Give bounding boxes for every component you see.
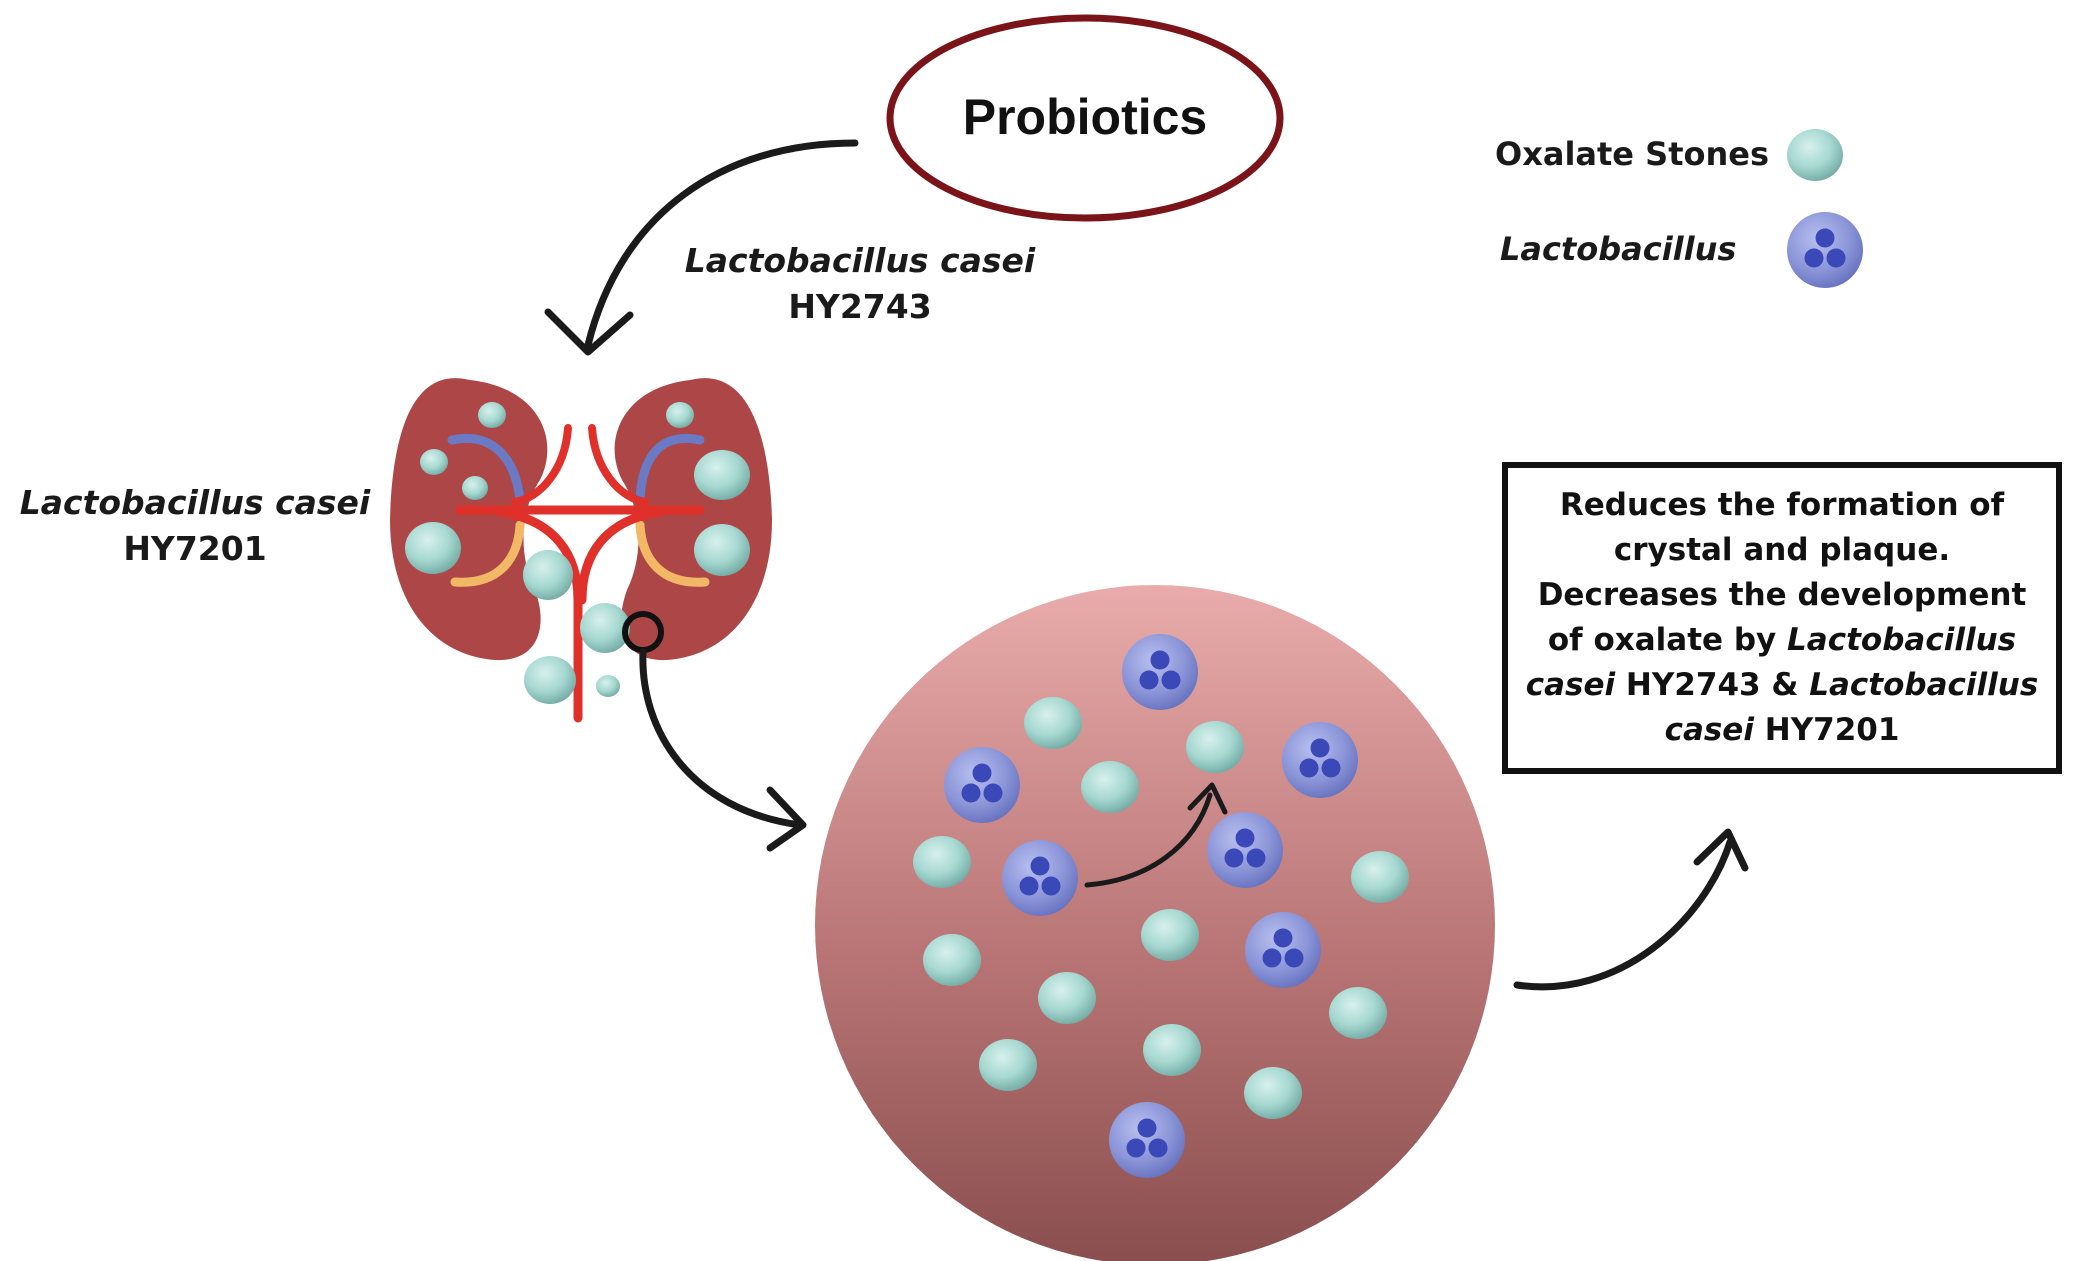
oxalate-stone — [1081, 761, 1139, 813]
lactobacillus-cell — [1109, 1102, 1185, 1178]
result-text-segment: Lactobacillus — [1809, 667, 2039, 703]
lactobacillus-cell — [1122, 634, 1198, 710]
probiotics-label: Probiotics — [962, 89, 1208, 145]
result-text-segment: casei — [1525, 667, 1616, 703]
strain-code: HY7201 — [123, 529, 267, 568]
result-text-segment: casei — [1664, 712, 1754, 748]
strain-label-hy7201: Lactobacillus casei HY7201 — [0, 480, 390, 572]
oxalate-stone — [462, 476, 488, 500]
oxalate-stone — [913, 836, 971, 888]
oxalate-stone — [923, 934, 981, 986]
oxalate-stone — [1143, 1024, 1201, 1076]
oxalate-stone — [1186, 721, 1244, 773]
oxalate-stone — [405, 522, 461, 574]
probiotics-ellipse — [886, 14, 1284, 222]
result-line: casei HY2743 & Lactobacillus — [1526, 663, 2039, 708]
strain-label-hy2743: Lactobacillus casei HY2743 — [640, 238, 1080, 330]
arrowhead-icon — [1187, 782, 1228, 815]
result-text-segment: Lactobacillus — [1787, 622, 2017, 658]
legend-oxalate-label: Oxalate Stones — [1495, 135, 1769, 173]
lactobacillus-cell — [1282, 722, 1358, 798]
result-line: Decreases the development — [1537, 577, 2027, 613]
result-line: casei HY7201 — [1526, 708, 2039, 753]
result-text-segment: HY7201 — [1753, 712, 1900, 748]
arrow-probiotics-to-kidney — [584, 139, 859, 349]
oxalate-stone — [580, 603, 630, 653]
oxalate-stone — [596, 675, 620, 697]
arrowhead-icon — [1693, 828, 1749, 872]
legend-lactobacillus-label: Lactobacillus — [1500, 230, 1737, 268]
result-text-segment: of oxalate by — [1547, 622, 1788, 658]
oxalate-stone — [694, 450, 750, 500]
lactobacillus-cell — [944, 747, 1020, 823]
arrowhead-icon — [544, 308, 634, 356]
oxalate-stone — [478, 402, 506, 428]
result-text-segment: HY2743 & — [1615, 667, 1810, 703]
arrowhead-icon — [766, 786, 807, 852]
kidney-stones — [405, 402, 750, 704]
oxalate-stone — [1244, 1067, 1302, 1119]
kidney-illustration — [390, 378, 772, 723]
strain-code: HY2743 — [788, 287, 932, 326]
strain-species: Lactobacillus casei — [19, 483, 371, 522]
lactobacillus-cell — [1002, 840, 1078, 916]
oxalate-stone — [1141, 909, 1199, 961]
oxalate-stone — [979, 1039, 1037, 1091]
result-line: of oxalate by Lactobacillus — [1526, 618, 2039, 663]
strain-species: Lactobacillus casei — [684, 241, 1036, 280]
legend-lactobacillus-icon — [1787, 212, 1863, 288]
lactobacillus-cell — [1207, 812, 1283, 888]
oxalate-stone — [1351, 851, 1409, 903]
oxalate-stone — [523, 550, 573, 600]
result-box: Reduces the formation of crystal and pla… — [1502, 462, 2062, 774]
arrow-lacto-to-stone — [1084, 792, 1213, 888]
oxalate-stone — [666, 402, 694, 428]
oxalate-stone — [1024, 697, 1082, 749]
left-kidney — [390, 378, 548, 661]
result-line: crystal and plaque. — [1613, 532, 1951, 568]
lactobacillus-cell — [1245, 912, 1321, 988]
oxalate-stone — [1038, 972, 1096, 1024]
arrow-kidney-to-zoom — [639, 648, 804, 829]
arrow-zoom-to-result — [1513, 838, 1734, 991]
result-text: Reduces the formation of crystal and pla… — [1526, 483, 2039, 753]
zoom-stones — [913, 697, 1409, 1119]
legend-oxalate-icon — [1787, 129, 1843, 181]
oxalate-stone — [1329, 987, 1387, 1039]
oxalate-stone — [694, 524, 750, 576]
result-line: Reduces the formation of — [1559, 487, 2005, 523]
oxalate-stone — [420, 449, 448, 475]
oxalate-stone — [524, 656, 576, 704]
